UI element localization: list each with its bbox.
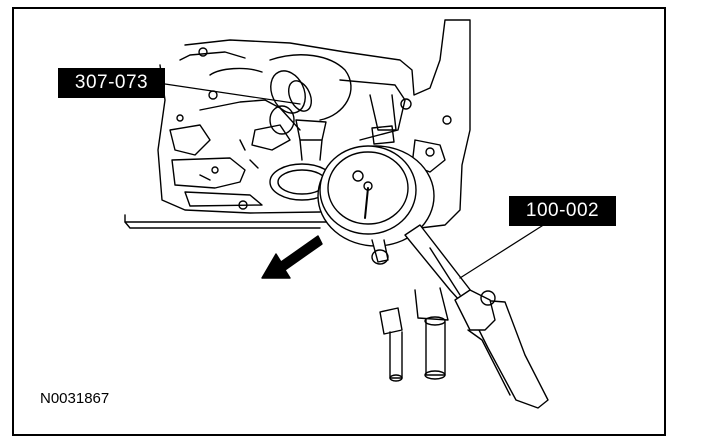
leader-line-100-002: [459, 223, 546, 279]
dial-indicator: [317, 125, 435, 265]
figure-id: N0031867: [40, 390, 110, 407]
callout-307-073: 307-073: [58, 68, 165, 98]
tool-307-073: [269, 70, 397, 161]
transmission-case: [124, 19, 471, 229]
tool-100-002: [379, 224, 549, 409]
arrow-icon: [261, 235, 323, 279]
callout-100-002: 100-002: [509, 196, 616, 226]
leader-line-307-073: [164, 83, 301, 105]
